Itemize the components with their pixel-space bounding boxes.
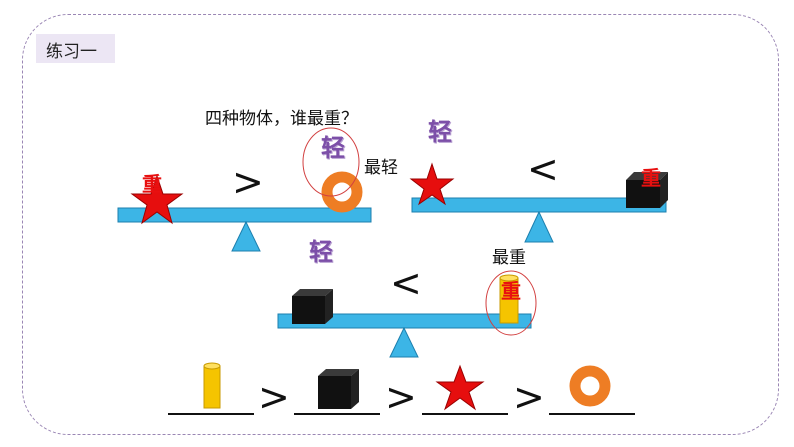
ring-icon [321, 171, 363, 213]
heavy-label: 重 [142, 172, 162, 196]
seesaw2-pivot [524, 210, 554, 243]
comparison-symbol: > [513, 375, 545, 419]
comparison-symbol: > [232, 160, 264, 204]
cube-side [660, 172, 668, 208]
heaviest-label: 最重 [492, 248, 526, 268]
comparison-symbol: > [258, 375, 290, 419]
highlight-circle [302, 127, 360, 197]
cube-top [292, 289, 333, 296]
cube-icon [318, 376, 351, 409]
star-icon [409, 162, 455, 206]
comparison-symbol: > [385, 375, 417, 419]
cylinder-top [499, 274, 519, 282]
heavy-label: 重 [641, 166, 661, 190]
exercise-tag: 练习一 [36, 34, 115, 63]
dashed-frame [22, 14, 779, 435]
cube-icon [292, 296, 325, 324]
cube-top [626, 172, 668, 180]
light-label: 轻 [321, 134, 345, 162]
highlight-circle [485, 270, 537, 336]
star-icon [130, 174, 184, 225]
cylinder-icon [203, 365, 221, 409]
cylinder-top [203, 362, 221, 370]
cube-side [351, 369, 359, 409]
light-label: 轻 [309, 238, 333, 266]
seesaw1-pivot [231, 220, 261, 252]
light-label: 轻 [428, 118, 452, 146]
cube-icon [626, 180, 660, 208]
heavy-label: 重 [501, 279, 521, 303]
exercise-tag-label: 练习一 [46, 42, 97, 62]
cube-top [318, 369, 359, 376]
star-icon [435, 364, 485, 411]
seesaw1-beam [117, 207, 372, 223]
comparison-symbol: < [390, 261, 422, 305]
comparison-symbol: < [527, 147, 559, 191]
lightest-label: 最轻 [364, 158, 398, 178]
question-text: 四种物体，谁最重？ [205, 109, 358, 129]
seesaw3-pivot [389, 326, 419, 358]
cube-side [325, 289, 333, 324]
ring-icon [569, 365, 611, 407]
